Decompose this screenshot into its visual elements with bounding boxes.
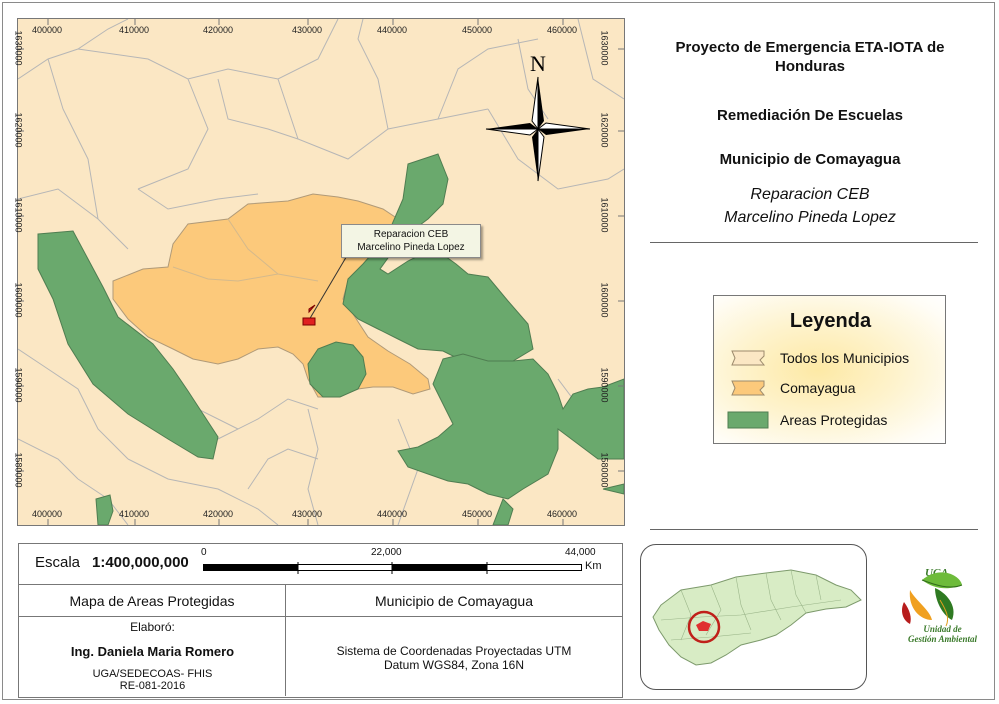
x-tick-bottom: 410000 <box>119 509 150 519</box>
municipio-title: Municipio de Comayagua <box>719 151 901 168</box>
scale-bar <box>203 562 582 574</box>
x-tick-top: 440000 <box>377 25 408 35</box>
swatch-comayagua <box>731 380 766 396</box>
callout-line2: Marcelino Pineda Lopez <box>357 242 465 253</box>
swatch-protegidas <box>727 411 769 429</box>
scale-tick: 0 <box>201 547 207 558</box>
school-marker-icon[interactable] <box>302 317 316 326</box>
y-tick-right: 1630000 <box>599 30 610 66</box>
legend-title: Leyenda <box>789 310 872 332</box>
north-label: N <box>530 51 546 76</box>
x-tick-bottom: 430000 <box>292 509 323 519</box>
inset-map[interactable] <box>640 544 867 690</box>
project-title-line1: Proyecto de Emergencia ETA-IOTA de <box>675 39 945 56</box>
site-callout[interactable]: Reparacion CEB Marcelino Pineda Lopez <box>341 224 481 258</box>
legend-label: Areas Protegidas <box>780 412 888 428</box>
scale-ratio: 1:400,000,000 <box>92 554 189 571</box>
logo-line2: Gestión Ambiental <box>908 634 977 644</box>
x-tick-bottom: 400000 <box>32 509 63 519</box>
info-table: Mapa de Areas Protegidas Municipio de Co… <box>18 585 623 698</box>
honduras-inset <box>652 569 862 666</box>
y-tick-right: 1610000 <box>599 197 610 233</box>
legend-item: Todos los Municipios <box>726 347 909 369</box>
y-tick-left: 1590000 <box>13 367 24 403</box>
y-tick-right: 1580000 <box>599 452 610 488</box>
site-name-line1: Reparacion CEB <box>750 186 870 203</box>
map-title-cell: Mapa de Areas Protegidas <box>19 585 286 617</box>
scale-label: Escala <box>35 554 81 571</box>
callout-line1: Reparacion CEB <box>373 229 449 240</box>
flag-icon <box>308 304 316 314</box>
legend-item: Areas Protegidas <box>726 409 887 431</box>
leaf-logo-icon: UGA <box>902 567 963 627</box>
crs-cell: Sistema de Coordenadas Proyectadas UTM D… <box>286 617 622 696</box>
honduras-shape <box>652 569 862 666</box>
uga-logo: UGA Unidad de Gestión Ambiental <box>880 560 990 660</box>
comayagua-inner-lines <box>172 218 319 282</box>
divider <box>650 529 978 530</box>
legend-item: Comayagua <box>726 377 856 399</box>
scale-unit: Km <box>585 560 602 572</box>
y-tick-left: 1580000 <box>13 452 24 488</box>
x-tick-top: 430000 <box>292 25 323 35</box>
inset-boundaries <box>660 569 842 641</box>
legend-label: Todos los Municipios <box>780 350 910 366</box>
x-tick-top: 460000 <box>547 25 578 35</box>
scale-tick: 22,000 <box>371 547 402 558</box>
crs-line2: Datum WGS84, Zona 16N <box>383 658 525 672</box>
logo-line1: Unidad de <box>923 624 962 634</box>
y-tick-left: 1630000 <box>13 30 24 66</box>
y-tick-right: 1620000 <box>599 112 610 148</box>
author-name: Ing. Daniela Maria Romero <box>70 644 235 659</box>
divider <box>650 242 978 243</box>
title-panel: Proyecto de Emergencia ETA-IOTA de Hondu… <box>640 38 980 238</box>
y-tick-left: 1610000 <box>13 197 24 233</box>
author-cell: Elaboró: Ing. Daniela Maria Romero UGA/S… <box>19 617 286 696</box>
x-tick-top: 410000 <box>119 25 150 35</box>
logo-text: Unidad de Gestión Ambiental <box>895 624 990 644</box>
x-tick-bottom: 460000 <box>547 509 578 519</box>
y-tick-left: 1620000 <box>13 112 24 148</box>
scale-box: Escala 1:400,000,000 0 22,000 44,000 Km <box>18 543 623 585</box>
graticule-ticks <box>18 19 624 525</box>
legend: Leyenda Todos los Municipios Comayagua A… <box>713 295 946 444</box>
areas-protegidas <box>37 153 624 525</box>
author-org: UGA/SEDECOAS- FHIS <box>92 668 213 680</box>
report-ref: RE-081-2016 <box>119 680 186 692</box>
elaboro-label: Elaboró: <box>130 620 175 634</box>
x-tick-bottom: 420000 <box>203 509 234 519</box>
site-name-line2: Marcelino Pineda Lopez <box>724 209 896 226</box>
location-circle <box>687 610 721 644</box>
x-tick-top: 400000 <box>32 25 63 35</box>
municipio-cell: Municipio de Comayagua <box>286 585 622 617</box>
y-tick-right: 1590000 <box>599 367 610 403</box>
y-tick-right: 1600000 <box>599 282 610 318</box>
x-tick-top: 420000 <box>203 25 234 35</box>
north-arrow-icon <box>485 76 591 182</box>
main-map[interactable]: N 400000 410000 420000 430000 440000 450… <box>13 18 625 526</box>
municipal-boundaries <box>18 19 624 525</box>
map-canvas: N <box>18 19 624 525</box>
crs-line1: Sistema de Coordenadas Proyectadas UTM <box>336 644 572 658</box>
x-tick-bottom: 450000 <box>462 509 493 519</box>
subtitle: Remediación De Escuelas <box>717 107 903 124</box>
y-tick-left: 1600000 <box>13 282 24 318</box>
x-tick-bottom: 440000 <box>377 509 408 519</box>
swatch-municipios <box>731 350 766 366</box>
x-tick-top: 450000 <box>462 25 493 35</box>
legend-label: Comayagua <box>780 380 856 396</box>
callout-leader <box>308 253 349 321</box>
comayagua-highlight <box>696 621 711 631</box>
scale-tick: 44,000 <box>565 547 596 558</box>
project-title-line2: Honduras <box>774 58 845 75</box>
